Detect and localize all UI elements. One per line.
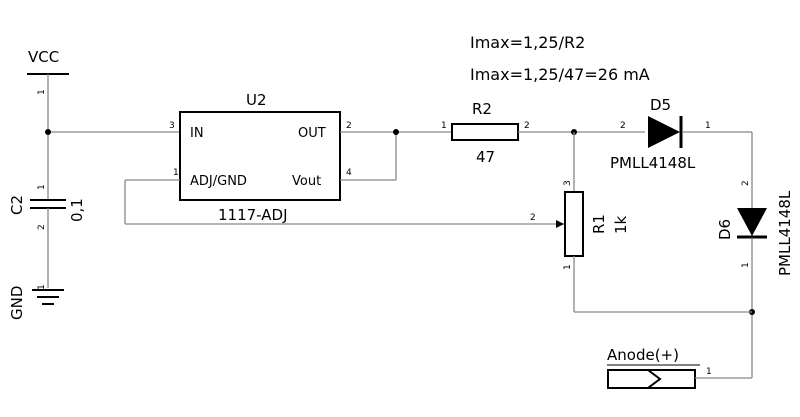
u2-body: [179, 111, 341, 201]
d5-value: PMLL4148L: [610, 154, 696, 172]
anode-connector: Anode(+) 1: [607, 346, 752, 389]
d6-ref: D6: [716, 219, 734, 240]
d5-pin-anode: 2: [620, 121, 626, 131]
vcc-pin-number: 1: [37, 89, 47, 95]
r2-value: 47: [476, 148, 495, 166]
formula-note: Imax=1,25/R2: [470, 33, 585, 52]
r2-pin1: 1: [441, 121, 447, 131]
gnd-symbol: 1 GND: [8, 284, 64, 320]
r1-pin-bottom: 1: [563, 264, 573, 270]
r1-wiper-arrow: [556, 220, 564, 228]
c2-pin2: 2: [37, 224, 47, 230]
capacitor-c2: 1 2 C2 0,1: [8, 132, 86, 288]
u2-pin-out-name: OUT: [298, 126, 326, 141]
potentiometer-r1: R1 1k 3 2 1: [530, 132, 630, 312]
u2-pin-vout-number: 4: [346, 168, 352, 178]
d6-triangle: [737, 208, 767, 236]
calc-note: Imax=1,25/47=26 mA: [470, 65, 650, 84]
u2-pin-vout-name: Vout: [292, 174, 321, 189]
connector-pin: 1: [706, 367, 712, 377]
regulator-u2: U2 1117-ADJ IN OUT ADJ/GND Vout 3 2 1 4: [169, 91, 352, 224]
c2-pin1: 1: [37, 184, 47, 190]
junction-out: [393, 129, 399, 135]
connector-body: [607, 369, 696, 389]
diode-d6: D6 PMLL4148L 2 1: [716, 180, 794, 276]
vcc-symbol: VCC 1: [27, 48, 69, 132]
vcc-label: VCC: [28, 48, 59, 66]
gnd-label: GND: [8, 286, 26, 320]
resistor-r2: R2 47 1 2: [441, 100, 530, 166]
r1-ref: R1: [590, 214, 608, 234]
r1-body: [564, 191, 584, 257]
r1-value: 1k: [612, 215, 630, 234]
u2-value: 1117-ADJ: [218, 206, 288, 224]
u2-pin-in-number: 3: [169, 121, 175, 131]
d6-pin-cathode: 1: [741, 262, 751, 268]
u2-pin-adj-name: ADJ/GND: [190, 174, 247, 189]
r2-body: [451, 123, 519, 141]
d5-pin-cathode: 1: [705, 121, 711, 131]
r2-ref: R2: [472, 100, 492, 118]
r2-pin2: 2: [524, 121, 530, 131]
u2-pin-in-name: IN: [190, 126, 204, 141]
connector-label: Anode(+): [607, 346, 679, 364]
u2-ref: U2: [246, 91, 267, 109]
r1-pin-wiper: 2: [530, 213, 536, 223]
d5-ref: D5: [650, 96, 671, 114]
c2-ref: C2: [8, 195, 26, 215]
gnd-pin-number: 1: [37, 284, 47, 290]
connector-chevron: [647, 369, 662, 389]
d5-triangle: [648, 116, 680, 148]
r1-pin-top: 3: [563, 180, 573, 186]
junction-vcc: [45, 129, 51, 135]
c2-value: 0,1: [68, 198, 86, 222]
u2-pin-out-number: 2: [346, 121, 352, 131]
d6-value: PMLL4148L: [776, 190, 794, 276]
u2-pin-adj-number: 1: [173, 168, 179, 178]
diode-d5: D5 PMLL4148L 2 1: [610, 96, 711, 172]
d6-pin-anode: 2: [741, 180, 751, 186]
